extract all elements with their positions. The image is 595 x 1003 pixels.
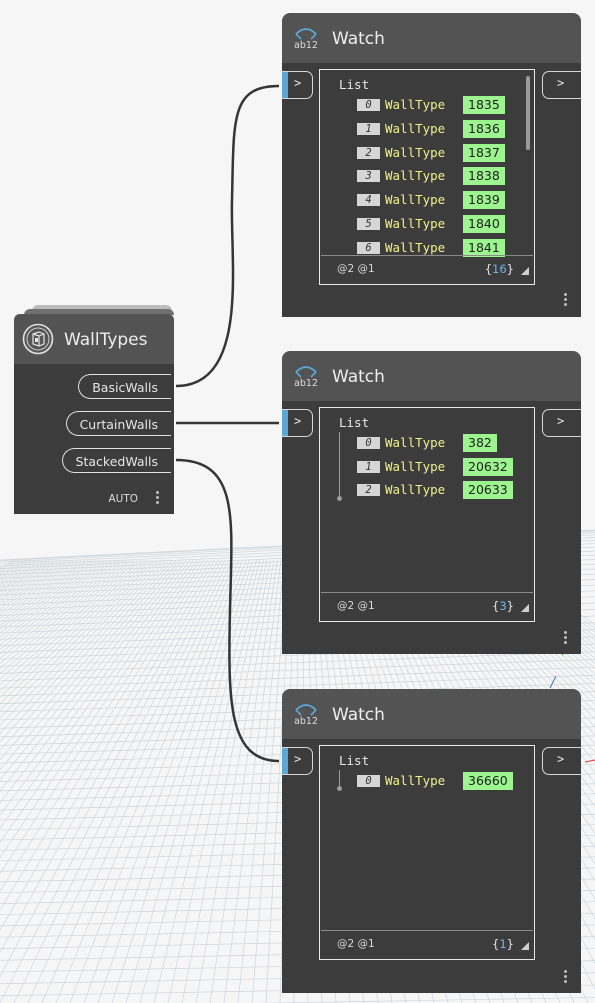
output-port-stackedwalls[interactable]: StackedWalls (61, 448, 171, 473)
tree-line (339, 770, 340, 788)
tree-dot (337, 786, 342, 791)
node-menu-icon[interactable] (564, 970, 568, 986)
svg-text:ab12: ab12 (294, 378, 318, 389)
list-label: List (339, 77, 370, 92)
chevron-right-icon: > (557, 752, 565, 766)
tree-line (339, 432, 340, 498)
tree-dot (337, 496, 342, 501)
walltypes-node[interactable]: WallTypes BasicWalls CurtainWalls Stacke… (14, 305, 174, 514)
resize-handle-icon[interactable] (521, 267, 529, 275)
chevron-right-icon: > (557, 414, 565, 428)
node-header[interactable]: ab12 Watch (282, 351, 581, 401)
item-count: {1} (492, 937, 514, 951)
node-title: Watch (332, 705, 385, 725)
lacing-label[interactable]: AUTO (108, 493, 138, 505)
input-port[interactable]: > (282, 747, 313, 775)
list-levels[interactable]: @2 @1 (337, 600, 375, 612)
output-port-basicwalls[interactable]: BasicWalls (78, 374, 171, 399)
chevron-right-icon: > (557, 76, 565, 90)
output-port[interactable]: > (542, 409, 581, 437)
resize-handle-icon[interactable] (521, 604, 529, 612)
chevron-right-icon: > (294, 752, 302, 766)
node-title: Watch (332, 367, 385, 387)
svg-text:ab12: ab12 (294, 716, 318, 727)
wire-stackedwalls-to-watch-3[interactable] (175, 458, 280, 763)
list-label: List (339, 415, 370, 430)
resize-handle-icon[interactable] (521, 942, 529, 950)
node-stack-shadow (32, 305, 172, 311)
node-menu-icon[interactable] (156, 491, 160, 507)
node-header[interactable]: ab12 Watch (282, 13, 581, 63)
list-label: List (339, 753, 370, 768)
output-port-curtainwalls[interactable]: CurtainWalls (65, 411, 171, 436)
node-menu-icon[interactable] (564, 631, 568, 647)
node-title: WallTypes (64, 330, 148, 350)
node-stack-shadow (24, 309, 174, 315)
list-levels[interactable]: @2 @1 (337, 263, 375, 275)
chevron-right-icon: > (294, 76, 302, 90)
divider (321, 930, 533, 931)
watch-icon: ab12 (294, 704, 318, 727)
node-header[interactable]: WallTypes (14, 314, 174, 364)
wall-types-icon (22, 323, 54, 355)
node-menu-icon[interactable] (564, 293, 568, 309)
svg-text:ab12: ab12 (294, 40, 318, 51)
item-count: {3} (492, 599, 514, 613)
output-port[interactable]: > (542, 71, 581, 99)
output-port[interactable]: > (542, 747, 581, 775)
input-port[interactable]: > (282, 71, 313, 99)
input-port[interactable]: > (282, 409, 313, 437)
item-count: {16} (484, 262, 514, 276)
divider (321, 592, 533, 593)
watch-icon: ab12 (294, 28, 318, 51)
node-title: Watch (332, 29, 385, 49)
wire-basicwalls-to-watch-1[interactable] (175, 84, 280, 388)
scrollbar[interactable] (526, 76, 530, 150)
watch-icon: ab12 (294, 366, 318, 389)
node-header[interactable]: ab12 Watch (282, 689, 581, 739)
chevron-right-icon: > (294, 414, 302, 428)
divider (321, 255, 533, 256)
list-levels[interactable]: @2 @1 (337, 938, 375, 950)
node-body: BasicWalls CurtainWalls StackedWalls AUT… (14, 364, 174, 514)
